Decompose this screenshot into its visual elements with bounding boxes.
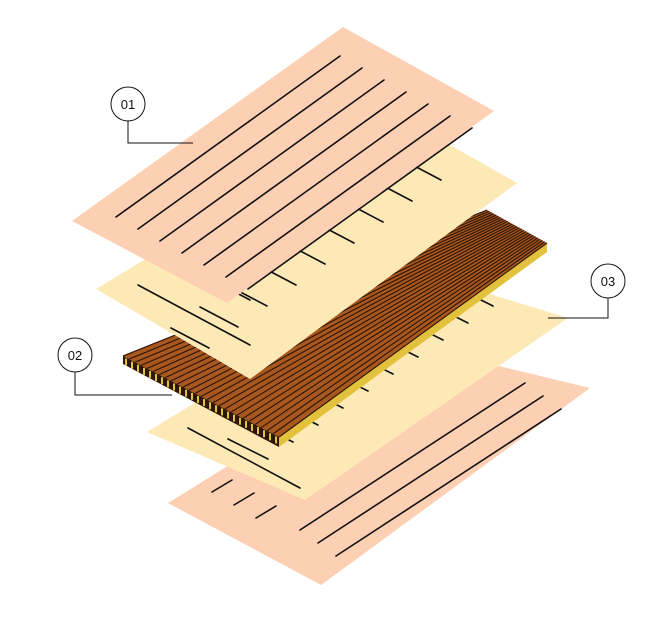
callout-03-label: 03 [601,274,615,289]
core-grain-line [236,233,532,416]
core-grain-line [254,237,539,425]
callout-01: 01 [110,86,193,144]
core-grain-line [230,232,529,413]
core-grain-line [272,241,546,435]
bottom-short-stroke [255,505,277,519]
core-side-edge [279,243,547,447]
top-outer-layer [72,27,494,303]
core-grain-line [266,240,543,432]
top-grain-line [181,91,407,254]
core-grain-line [260,238,541,429]
callout-02-circle [57,337,93,373]
bottom-grain-line [299,382,526,531]
callout-02-label: 02 [68,348,82,363]
callout-01-circle [110,86,146,122]
upper-mid-stroke [137,284,251,346]
core-grain-line [224,231,527,410]
lower-mid-stroke [227,438,269,460]
callout-03-leader [548,298,609,319]
core-front-stripes [125,358,277,444]
core-grain-line [218,229,525,407]
bottom-short-stroke [211,479,233,493]
bottom-short-stroke [233,492,255,506]
callout-03: 03 [548,263,626,319]
bottom-outer-layer [168,347,590,585]
core-grain-line [242,234,534,419]
top-outer-sheet [72,27,494,303]
bottom-grain-line [317,395,544,544]
upper-mid-stroke [199,306,239,328]
bottom-outer-sheet [168,347,590,585]
top-grain-line [159,79,385,242]
bottom-outer-grain-lines [211,382,562,557]
callout-02-leader [74,372,172,396]
core-top-face [123,210,547,437]
core-grain-line [278,242,548,438]
top-grain-line [203,103,429,266]
callout-01-leader [127,120,193,144]
top-grain-line [137,67,363,230]
core-grain-line [212,228,522,404]
upper-mid-stroke [170,327,210,349]
top-grain-line [115,55,341,218]
callout-01-label: 01 [121,97,135,112]
top-grain-line [247,127,473,290]
callout-03-circle [590,263,626,299]
top-outer-grain-lines [115,55,473,290]
core-grain-line [248,236,536,422]
lower-mid-stroke [187,427,301,489]
top-grain-line [225,115,451,278]
bottom-grain-line [335,408,562,557]
callout-02: 02 [57,337,172,396]
